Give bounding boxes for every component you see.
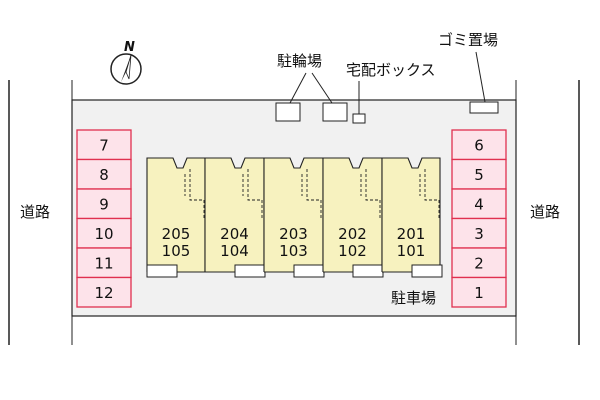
parking-space-left: 9 xyxy=(76,188,132,220)
parking-space-number: 3 xyxy=(474,225,484,243)
entrance-step xyxy=(411,264,443,278)
parking-column-left: 7 8 9 10 11 12 xyxy=(76,129,132,308)
parking-space-number: 7 xyxy=(99,136,109,154)
parking-space-right: 4 xyxy=(451,188,507,220)
parking-space-right: 3 xyxy=(451,217,507,249)
unit-number-upper: 204 xyxy=(220,225,249,243)
road-label-right: 道路 xyxy=(530,203,560,221)
unit-number-upper: 205 xyxy=(162,225,191,243)
entrance-step xyxy=(234,264,266,278)
garbage-leader xyxy=(475,51,486,103)
delivery-box-label: 宅配ボックス xyxy=(346,61,436,79)
parking-space-number: 4 xyxy=(474,195,484,213)
entrance-step xyxy=(352,264,384,278)
parking-space-right: 2 xyxy=(451,247,507,279)
bicycle-rack-1 xyxy=(275,102,301,122)
parking-space-right: 1 xyxy=(451,276,507,308)
bicycle-parking-label: 駐輪場 xyxy=(277,52,322,70)
bicycle-leader-1 xyxy=(289,72,307,104)
unit-number-upper: 203 xyxy=(279,225,308,243)
parking-space-left: 8 xyxy=(76,158,132,190)
entrance-step xyxy=(146,264,178,278)
parking-space-left: 7 xyxy=(76,129,132,161)
parking-space-left: 10 xyxy=(76,217,132,249)
parking-space-number: 5 xyxy=(474,166,484,184)
parking-space-number: 11 xyxy=(94,254,113,272)
parking-space-number: 9 xyxy=(99,195,109,213)
parking-space-number: 10 xyxy=(94,225,113,243)
unit-number-lower: 105 xyxy=(162,242,191,260)
unit-number-upper: 201 xyxy=(397,225,426,243)
parking-space-left: 12 xyxy=(76,276,132,308)
road-label-left: 道路 xyxy=(20,203,50,221)
unit-number-lower: 103 xyxy=(279,242,308,260)
bicycle-rack-2 xyxy=(322,102,348,122)
parking-space-number: 2 xyxy=(474,254,484,272)
north-label: N xyxy=(124,40,135,55)
garbage-area-label: ゴミ置場 xyxy=(438,31,498,49)
delivery-box xyxy=(352,113,366,124)
parking-space-number: 1 xyxy=(474,284,484,302)
unit-number-upper: 202 xyxy=(338,225,367,243)
parking-space-number: 8 xyxy=(99,166,109,184)
parking-space-left: 11 xyxy=(76,247,132,279)
parking-space-right: 5 xyxy=(451,158,507,190)
parking-space-number: 6 xyxy=(474,136,484,154)
bicycle-leader-2 xyxy=(311,72,333,104)
north-arrow-icon: N xyxy=(110,40,142,85)
parking-space-number: 12 xyxy=(94,284,113,302)
parking-lot-label: 駐車場 xyxy=(391,289,436,307)
unit-number-lower: 102 xyxy=(338,242,367,260)
parking-space-right: 6 xyxy=(451,129,507,161)
garbage-box xyxy=(469,101,499,114)
unit-number-lower: 101 xyxy=(397,242,426,260)
parking-column-right: 6 5 4 3 2 1 xyxy=(451,129,507,308)
unit-number-lower: 104 xyxy=(220,242,249,260)
entrance-step xyxy=(293,264,325,278)
